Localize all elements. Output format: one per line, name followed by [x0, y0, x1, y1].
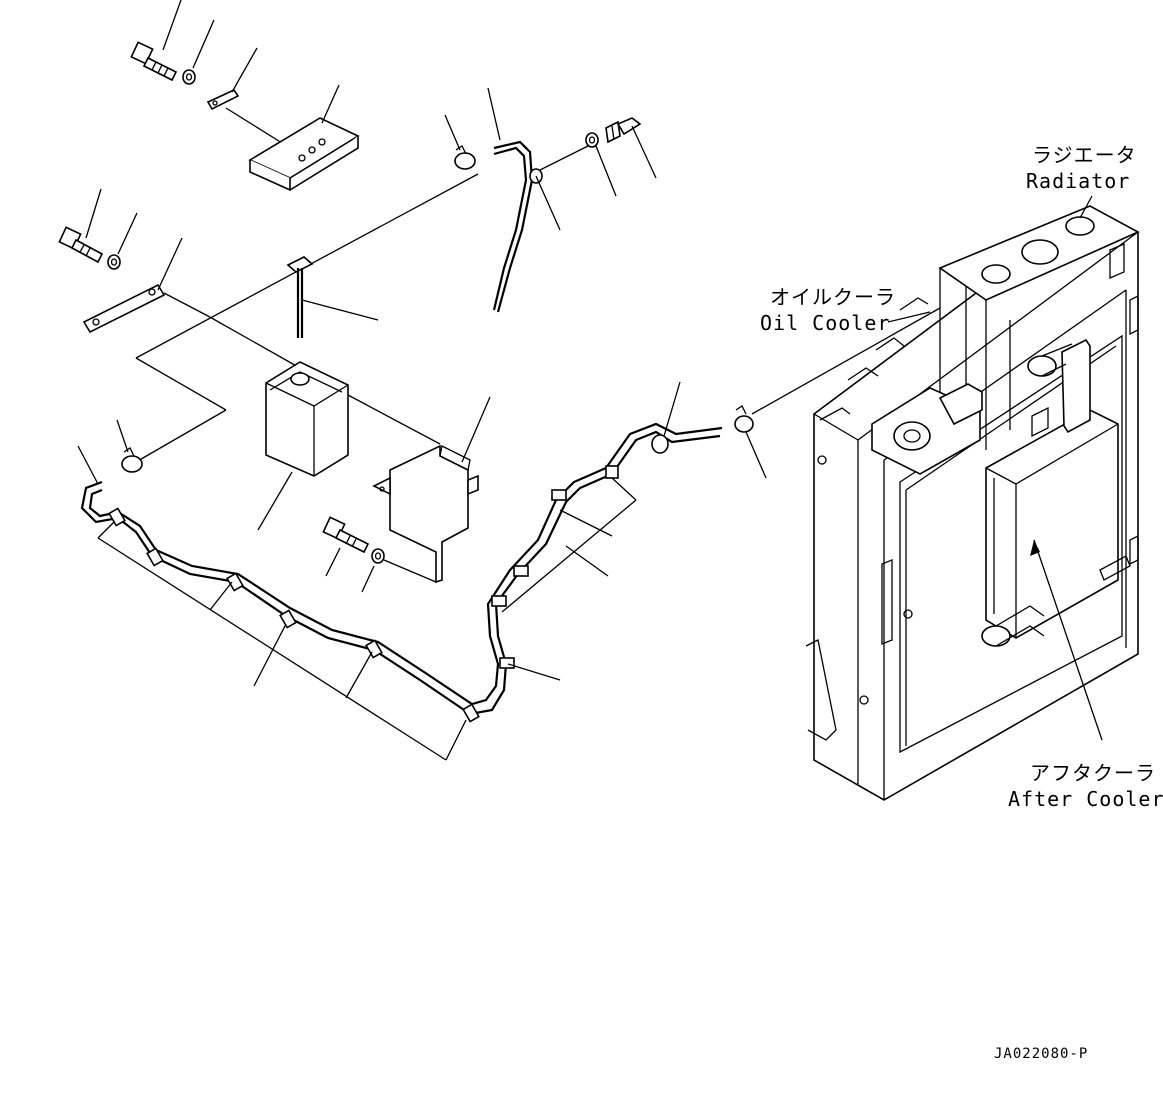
bolt-upper	[605, 117, 642, 144]
overflow-hose	[80, 422, 723, 723]
after-cooler-label-jp: アフタクーラ	[1030, 761, 1156, 785]
level-gauge	[286, 256, 314, 338]
washer-bracket	[371, 548, 385, 564]
oil-cooler-label-jp: オイルクーラ	[770, 285, 896, 309]
hose-clip-left	[121, 447, 143, 473]
reservoir-tank	[265, 361, 349, 477]
radiator-label-jp: ラジエータ	[1032, 143, 1137, 167]
washer-mid-left	[107, 254, 121, 270]
after-cooler-label-en: After Cooler	[1008, 787, 1163, 811]
bolt-top-left	[130, 41, 178, 82]
washer-top-left	[182, 69, 196, 85]
hose-clip-right	[734, 405, 754, 433]
washer-upper	[585, 132, 599, 148]
radiator-label-en: Radiator	[1026, 169, 1131, 193]
bracket-cover	[248, 117, 360, 192]
bolt-bracket	[322, 516, 370, 554]
bolt-mid-left	[58, 226, 104, 264]
upper-hose	[492, 140, 543, 313]
hose-clip-top	[454, 145, 476, 170]
small-plate	[206, 88, 240, 111]
oil-cooler-label-en: Oil Cooler	[760, 311, 891, 335]
strap-bracket	[82, 283, 166, 334]
tank-bracket	[372, 444, 479, 584]
radiator-assembly	[805, 205, 1140, 801]
drawing-code: JA022080-P	[994, 1046, 1089, 1062]
